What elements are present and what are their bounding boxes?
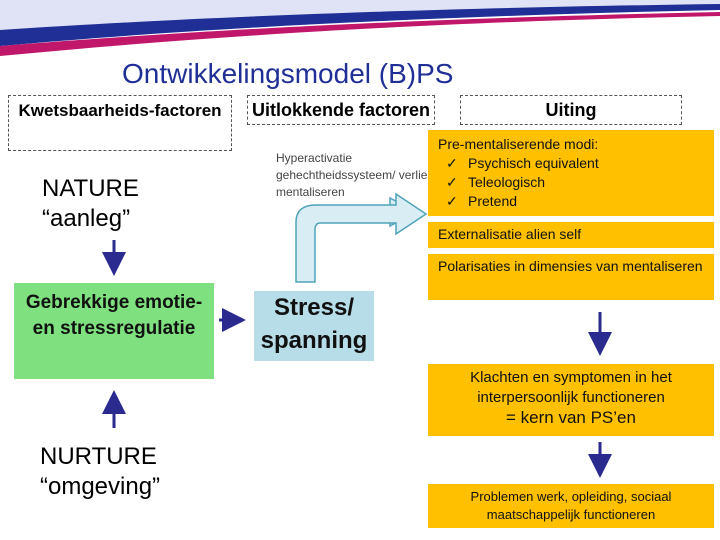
page-title: Ontwikkelingsmodel (B)PS — [122, 58, 454, 89]
complaints-text: Klachten en symptomen in het interpersoo… — [470, 369, 672, 406]
polarization-box: Polarisaties in dimensies van mentaliser… — [428, 254, 714, 300]
checkmark-icon: ✓ — [446, 193, 458, 209]
mode-item-label: Psychisch equivalent — [468, 155, 599, 171]
header-kwetsbaarheidsfactoren: Kwetsbaarheids-factoren — [8, 95, 232, 151]
nature-label: NATURE “aanleg” — [42, 174, 139, 234]
problems-box: Problemen werk, opleiding, sociaal maats… — [428, 484, 714, 528]
externalization-box: Externalisatie alien self — [428, 222, 714, 248]
mode-item-label: Pretend — [468, 193, 518, 209]
mode-item: ✓ Psychisch equivalent — [438, 154, 714, 173]
mode-item: ✓ Teleologisch — [438, 173, 714, 192]
emotion-regulation-box: Gebrekkige emotie- en stressregulatie — [14, 283, 214, 379]
header-uitlokkende-factoren: Uitlokkende factoren — [247, 95, 435, 125]
pre-mentalizing-title: Pre-mentaliserende modi: — [438, 136, 599, 152]
pre-mentalizing-modes-box: Pre-mentaliserende modi: ✓ Psychisch equi… — [428, 130, 714, 216]
stress-box: Stress/ spanning — [254, 291, 374, 361]
checkmark-icon: ✓ — [446, 174, 458, 190]
stress-to-uiting-arrow — [295, 192, 428, 283]
complaints-box: Klachten en symptomen in het interpersoo… — [428, 364, 714, 436]
checkmark-icon: ✓ — [446, 155, 458, 171]
nurture-title: NURTURE — [40, 443, 157, 470]
nurture-subtitle: “omgeving” — [40, 473, 161, 500]
mode-item: ✓ Pretend — [438, 192, 714, 211]
nurture-label: NURTURE “omgeving” — [40, 442, 160, 502]
mode-item-label: Teleologisch — [468, 174, 546, 190]
nature-subtitle: “aanleg” — [42, 205, 131, 232]
nature-title: NATURE — [42, 175, 139, 202]
hyperactivation-text: Hyperactivatie gehechtheidssysteem/ verl… — [276, 151, 434, 199]
header-swoosh — [0, 0, 720, 56]
core-text: = kern van PS’en — [506, 408, 636, 427]
header-uiting: Uiting — [460, 95, 682, 125]
